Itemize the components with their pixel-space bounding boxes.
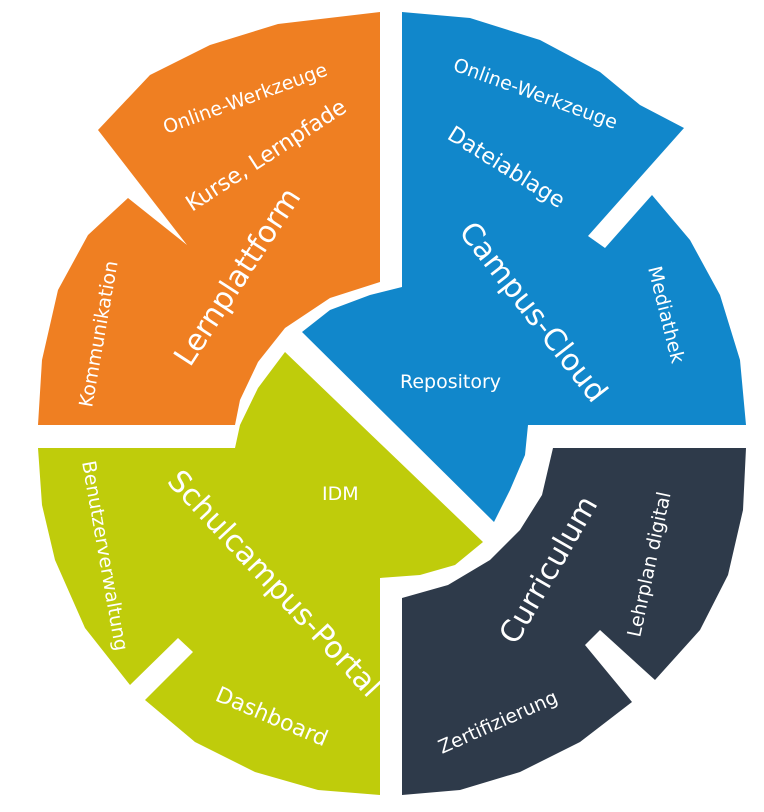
campus-cloud-center-repository: Repository (400, 371, 501, 393)
schulcampus-portal-block (38, 352, 483, 795)
segment-campus-cloud (302, 12, 746, 522)
segment-schulcampus-portal (38, 352, 483, 795)
segment-curriculum (402, 448, 746, 795)
schulcampus-portal-center-idm: IDM (322, 483, 359, 505)
curriculum-block (402, 448, 746, 795)
lernplattform-outer-block (38, 12, 380, 425)
campus-cloud-block (302, 12, 746, 522)
segment-lernplattform (38, 12, 380, 425)
